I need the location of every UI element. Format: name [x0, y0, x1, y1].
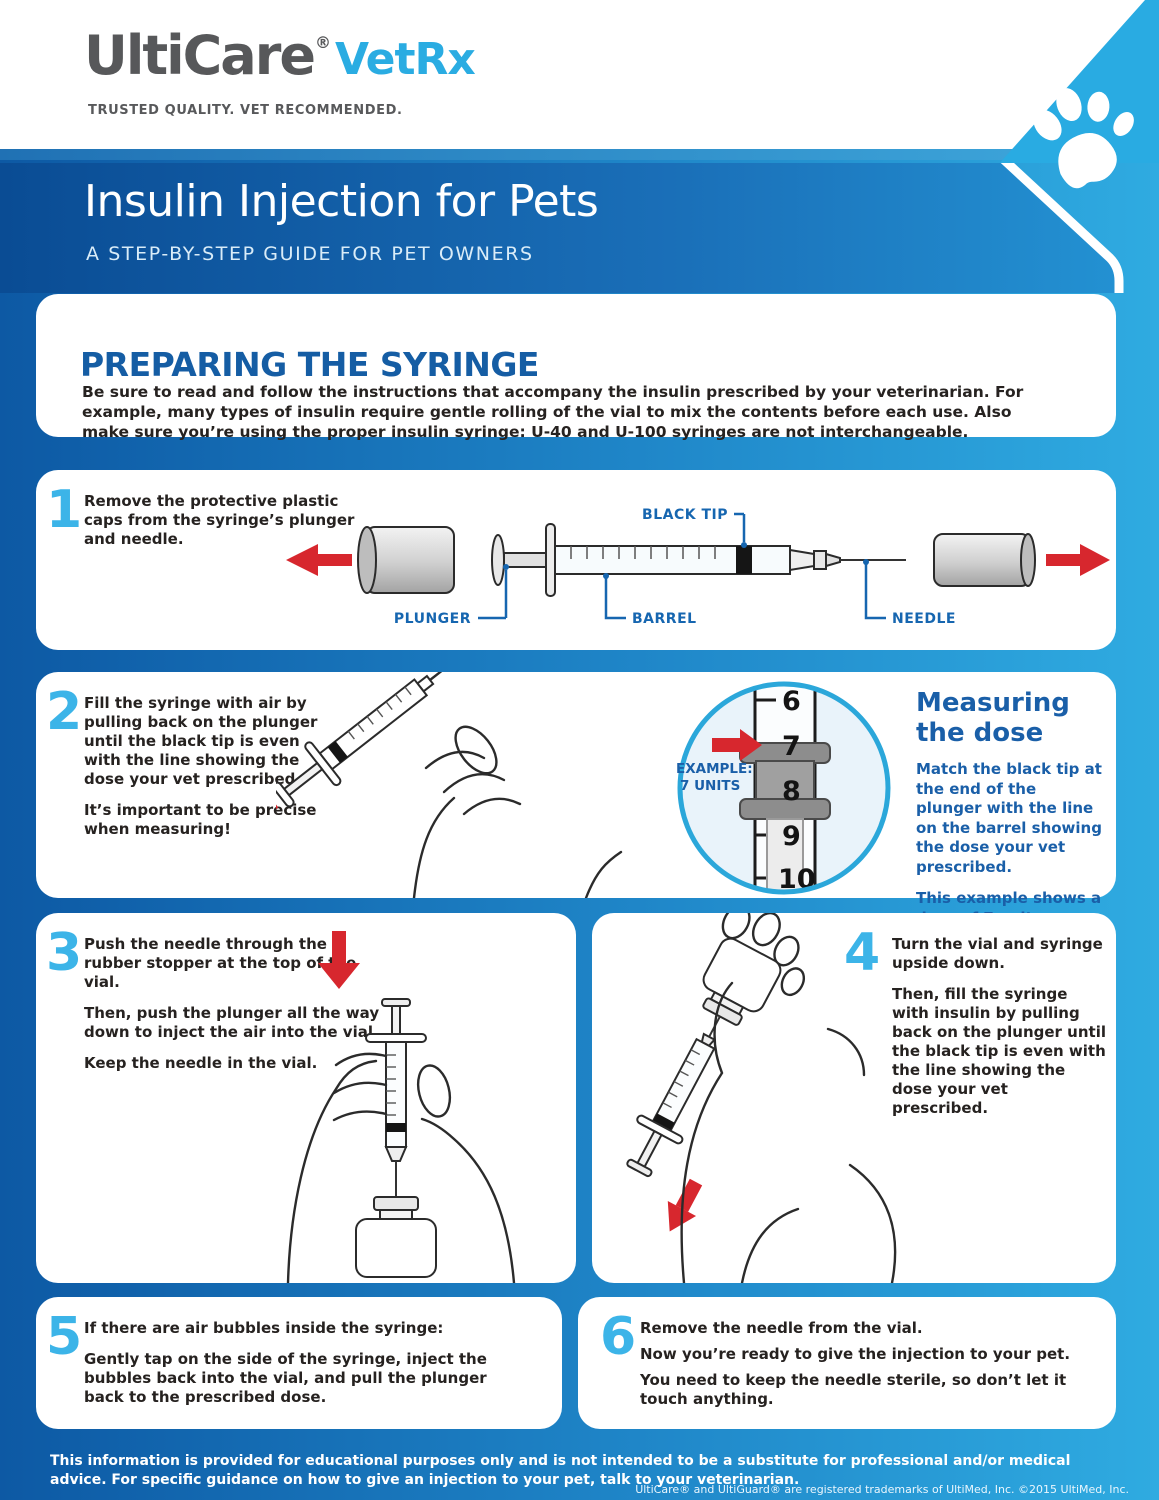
step-2-text: Fill the syringe with air by pulling bac… — [84, 694, 339, 851]
step-2-number: 2 — [46, 682, 83, 742]
step-3-text: Push the needle through the rubber stopp… — [84, 935, 384, 1085]
step-6-paragraph: Remove the needle from the vial. — [640, 1319, 923, 1337]
step-3-number: 3 — [46, 923, 83, 983]
intro-heading: PREPARING THE SYRINGE — [80, 345, 539, 385]
measuring-heading: Measuring the dose — [916, 688, 1070, 748]
brand-tagline: TRUSTED QUALITY. VET RECOMMENDED. — [88, 103, 403, 118]
intro-body: Be sure to read and follow the instructi… — [82, 382, 1024, 441]
black-tip — [736, 546, 752, 574]
footer-trademark: UltiCare® and UltiGuard® are registered … — [635, 1483, 1129, 1496]
step-5-lead: If there are air bubbles inside the syri… — [84, 1319, 444, 1337]
label-black-tip: BLACK TIP — [642, 507, 728, 523]
title-band-shape — [0, 154, 1124, 293]
plunger-cap — [357, 526, 455, 594]
dose-magnifier-circle: 6 7 8 9 10 EXAMPLE: 7 UNITS — [676, 681, 891, 895]
step-3-card: 3 Push the needle through the rubber sto… — [36, 913, 576, 1283]
scale-tick-7: 7 — [782, 731, 801, 762]
step-5-paragraph: Gently tap on the side of the syringe, i… — [84, 1350, 487, 1406]
step-6-card: 6 Remove the needle from the vial. Now y… — [578, 1297, 1116, 1429]
step-3-paragraph: Push the needle through the rubber stopp… — [84, 935, 357, 991]
needle-cap — [933, 533, 1036, 587]
step-2-illustration — [276, 672, 623, 898]
step-1-card: 1 Remove the protective plastic caps fro… — [36, 470, 1116, 650]
scale-tick-6: 6 — [782, 686, 801, 717]
step-4-paragraph: Turn the vial and syringe upside down. — [892, 935, 1103, 972]
step-6-number: 6 — [600, 1307, 637, 1367]
brand-name-secondary: VetRx — [335, 34, 476, 85]
step-5-number: 5 — [46, 1307, 83, 1367]
step-6-paragraph: Now you’re ready to give the injection t… — [640, 1345, 1071, 1363]
insulin-vial — [355, 1196, 437, 1278]
page-subtitle: A STEP-BY-STEP GUIDE FOR PET OWNERS — [86, 243, 534, 265]
brand-name-primary: UltiCare — [84, 24, 316, 87]
label-needle: NEEDLE — [892, 611, 956, 627]
arrow-down-icon — [318, 931, 360, 989]
title-band — [0, 154, 1159, 293]
step-1-number: 1 — [46, 480, 83, 540]
brand-logo: UltiCare ® VetRx — [84, 24, 476, 87]
arrow-left-icon — [286, 544, 352, 576]
header-white-area — [0, 0, 1159, 149]
step-6-paragraph: You need to keep the needle sterile, so … — [640, 1371, 1067, 1408]
step-1-paragraph: Remove the protective plastic caps from … — [84, 492, 355, 548]
footer-disclaimer: This information is provided for educati… — [50, 1453, 1071, 1488]
scale-tick-9: 9 — [782, 821, 801, 852]
registered-mark: ® — [315, 33, 332, 52]
step-4-paragraph: Then, fill the syringe with insulin by p… — [892, 985, 1106, 1117]
step-5-text: If there are air bubbles inside the syri… — [84, 1319, 514, 1407]
step-4-illustration — [626, 913, 897, 1283]
inverted-vial — [702, 937, 782, 1026]
syringe-barrel — [554, 545, 791, 575]
magnified-plunger-tip — [739, 742, 831, 892]
step-2-card: 2 Fill the syringe with air by pulling b… — [36, 672, 1116, 927]
example-label-line2: 7 UNITS — [680, 778, 740, 794]
step-6-text: Remove the needle from the vial. Now you… — [640, 1319, 1090, 1409]
paw-print-icon — [1033, 88, 1134, 189]
step-1-syringe-diagram: BLACK TIP PLUNGER BARREL NEEDLE — [286, 507, 1110, 627]
measuring-dose-panel: Measuring the dose Match the black tip a… — [916, 688, 1106, 928]
step-2-paragraph: It’s important to be precise when measur… — [84, 801, 317, 838]
label-barrel: BARREL — [632, 611, 697, 627]
arrow-dose-icon — [712, 729, 762, 761]
step-5-card: 5 If there are air bubbles inside the sy… — [36, 1297, 562, 1429]
label-plunger: PLUNGER — [394, 611, 471, 627]
scale-tick-8: 8 — [782, 776, 801, 807]
page-title: Insulin Injection for Pets — [84, 176, 599, 227]
step-3-paragraph: Then, push the plunger all the way down … — [84, 1004, 380, 1041]
step-2-paragraph: Fill the syringe with air by pulling bac… — [84, 694, 318, 788]
step-4-card: 4 Turn the vial and syringe upside down.… — [592, 913, 1116, 1283]
header-divider-stripe — [0, 149, 1159, 160]
step-3-illustration — [286, 931, 516, 1283]
measuring-body: Match the black tip at the end of the pl… — [916, 760, 1102, 876]
step-3-paragraph: Keep the needle in the vial. — [84, 1054, 318, 1072]
syringe-needle — [789, 548, 906, 572]
syringe-plunger — [491, 523, 556, 597]
step-4-number: 4 — [844, 923, 881, 983]
arrow-right-icon — [1046, 544, 1110, 576]
intro-card: PREPARING THE SYRINGE Be sure to read an… — [36, 294, 1116, 441]
step-1-text: Remove the protective plastic caps from … — [84, 492, 359, 561]
example-label-line1: EXAMPLE: — [676, 761, 753, 777]
step-4-text: Turn the vial and syringe upside down. T… — [892, 935, 1107, 1130]
